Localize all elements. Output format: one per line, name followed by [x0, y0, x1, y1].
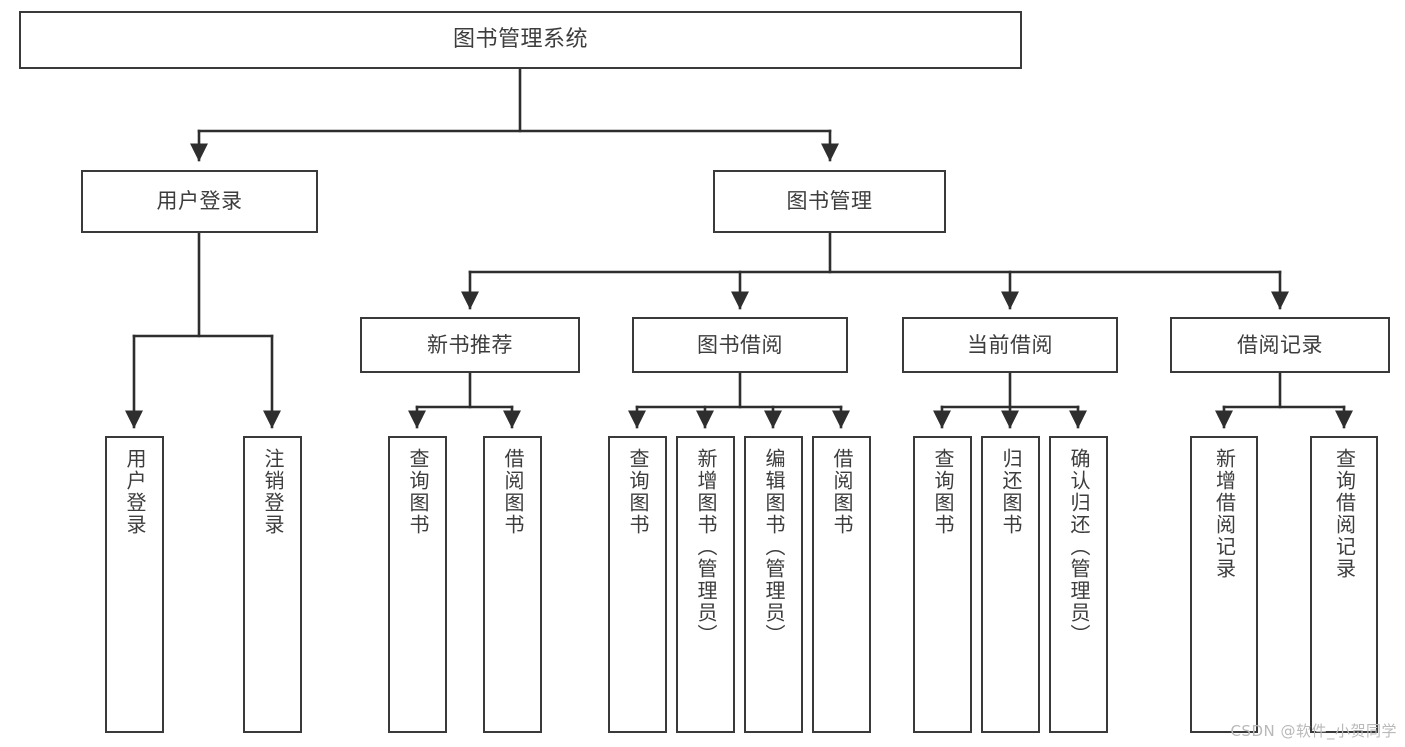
- leaf-borrow-record-query[interactable]: 查询借阅记录: [1310, 436, 1378, 733]
- leaf-book-borrow-borrow[interactable]: 借阅图书: [812, 436, 871, 733]
- leaf-user-login-logout-label: 注销登录: [261, 448, 285, 536]
- node-book-manage[interactable]: 图书管理: [713, 170, 946, 233]
- leaf-user-login-login-label: 用户登录: [123, 448, 147, 536]
- leaf-current-borrow-confirm[interactable]: 确认归还（管理员）: [1049, 436, 1108, 733]
- leaf-book-borrow-query-label: 查询图书: [626, 448, 650, 536]
- leaf-current-borrow-return[interactable]: 归还图书: [981, 436, 1040, 733]
- leaf-new-book-query[interactable]: 查询图书: [388, 436, 447, 733]
- node-book-manage-label: 图书管理: [786, 189, 873, 214]
- leaf-current-borrow-confirm-label: 确认归还（管理员）: [1067, 448, 1091, 646]
- leaf-book-borrow-edit-label: 编辑图书（管理员）: [762, 448, 786, 646]
- leaf-book-borrow-edit[interactable]: 编辑图书（管理员）: [744, 436, 803, 733]
- leaf-borrow-record-add-label: 新增借阅记录: [1212, 448, 1237, 580]
- leaf-new-book-borrow[interactable]: 借阅图书: [483, 436, 542, 733]
- node-current-borrow[interactable]: 当前借阅: [902, 317, 1118, 373]
- node-borrow-record-label: 借阅记录: [1237, 332, 1323, 357]
- node-book-borrow-label: 图书借阅: [697, 332, 783, 357]
- leaf-new-book-borrow-label: 借阅图书: [501, 448, 525, 536]
- node-new-book-recommend[interactable]: 新书推荐: [360, 317, 580, 373]
- node-borrow-record[interactable]: 借阅记录: [1170, 317, 1390, 373]
- leaf-current-borrow-query-label: 查询图书: [931, 448, 955, 536]
- leaf-book-borrow-borrow-label: 借阅图书: [830, 448, 854, 536]
- node-current-borrow-label: 当前借阅: [967, 332, 1053, 357]
- node-book-borrow[interactable]: 图书借阅: [632, 317, 848, 373]
- csdn-watermark: CSDN @软件_小贺同学: [1230, 722, 1397, 740]
- leaf-book-borrow-query[interactable]: 查询图书: [608, 436, 667, 733]
- node-new-book-recommend-label: 新书推荐: [427, 332, 513, 357]
- leaf-borrow-record-add[interactable]: 新增借阅记录: [1190, 436, 1258, 733]
- node-user-login[interactable]: 用户登录: [81, 170, 318, 233]
- leaf-user-login-login[interactable]: 用户登录: [105, 436, 164, 733]
- leaf-book-borrow-add-label: 新增图书（管理员）: [694, 448, 718, 646]
- leaf-user-login-logout[interactable]: 注销登录: [243, 436, 302, 733]
- node-root-system[interactable]: 图书管理系统: [19, 11, 1022, 69]
- leaf-borrow-record-query-label: 查询借阅记录: [1332, 448, 1357, 580]
- leaf-book-borrow-add[interactable]: 新增图书（管理员）: [676, 436, 735, 733]
- node-user-login-label: 用户登录: [156, 189, 243, 214]
- node-root-system-label: 图书管理系统: [452, 27, 588, 53]
- leaf-current-borrow-query[interactable]: 查询图书: [913, 436, 972, 733]
- leaf-new-book-query-label: 查询图书: [406, 448, 430, 536]
- leaf-current-borrow-return-label: 归还图书: [999, 448, 1023, 536]
